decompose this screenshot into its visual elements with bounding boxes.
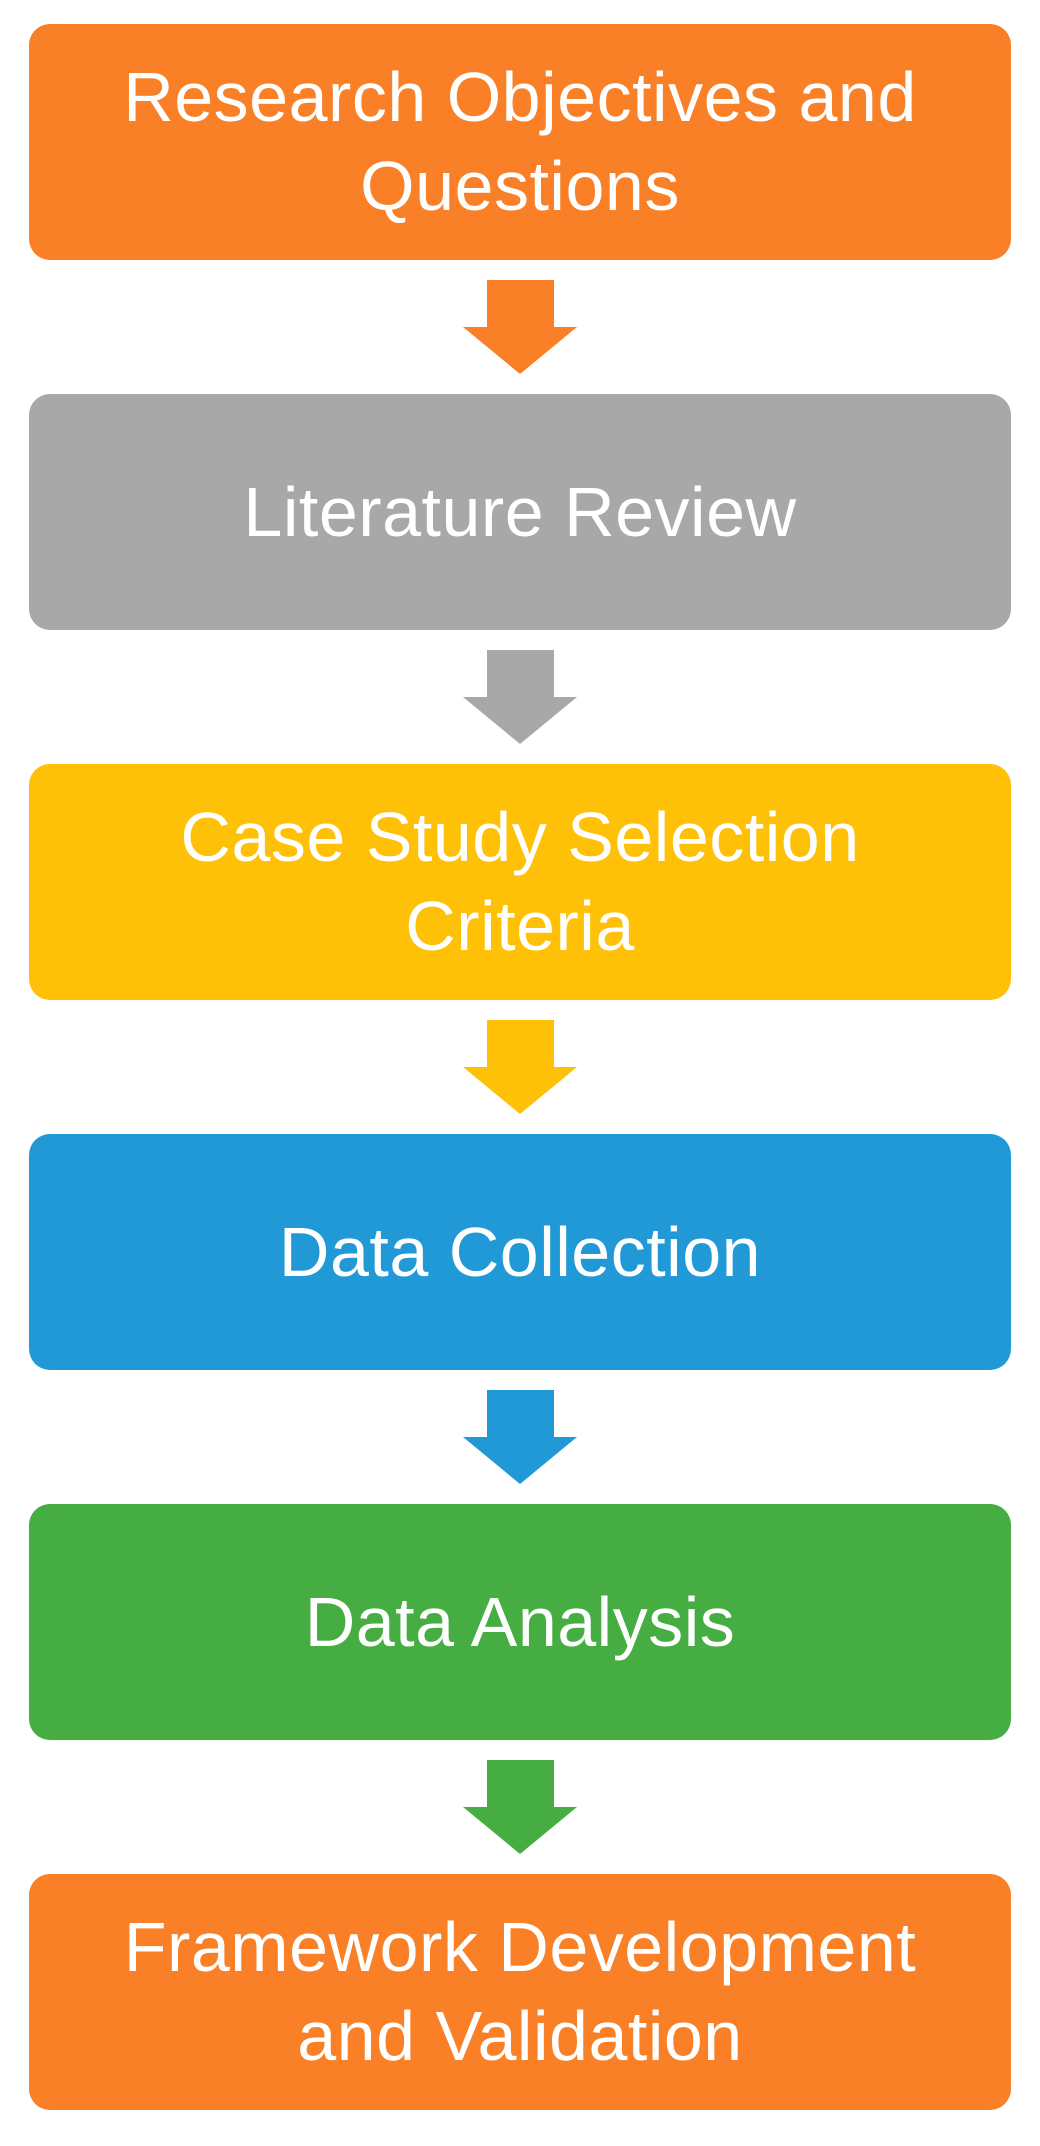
flow-step-data-analysis: Data Analysis — [29, 1504, 1011, 1874]
flow-box-data-analysis: Data Analysis — [29, 1504, 1011, 1740]
flow-step-literature-review: Literature Review — [29, 394, 1011, 764]
arrow-stem — [486, 1760, 554, 1807]
down-arrow-icon — [463, 1000, 577, 1134]
flow-box-research-objectives: Research Objectives and Questions — [29, 24, 1011, 260]
down-arrow-icon — [463, 1370, 577, 1504]
flow-box-framework-development: Framework Development and Validation — [29, 1874, 1011, 2110]
arrow-head — [463, 1067, 577, 1114]
arrow-stem — [486, 650, 554, 697]
flow-step-case-study-selection: Case Study Selection Criteria — [29, 764, 1011, 1134]
arrow-head — [463, 1807, 577, 1854]
down-arrow-icon — [463, 630, 577, 764]
down-arrow-icon — [463, 1740, 577, 1874]
arrow-head — [463, 697, 577, 744]
flow-step-framework-development: Framework Development and Validation — [29, 1874, 1011, 2110]
arrow-stem — [486, 1020, 554, 1067]
arrow-head — [463, 1437, 577, 1484]
flow-step-research-objectives: Research Objectives and Questions — [29, 24, 1011, 394]
flow-box-case-study-selection: Case Study Selection Criteria — [29, 764, 1011, 1000]
arrow-head — [463, 327, 577, 374]
arrow-stem — [486, 280, 554, 327]
arrow-stem — [486, 1390, 554, 1437]
down-arrow-icon — [463, 260, 577, 394]
flow-step-data-collection: Data Collection — [29, 1134, 1011, 1504]
flow-box-data-collection: Data Collection — [29, 1134, 1011, 1370]
flow-box-literature-review: Literature Review — [29, 394, 1011, 630]
